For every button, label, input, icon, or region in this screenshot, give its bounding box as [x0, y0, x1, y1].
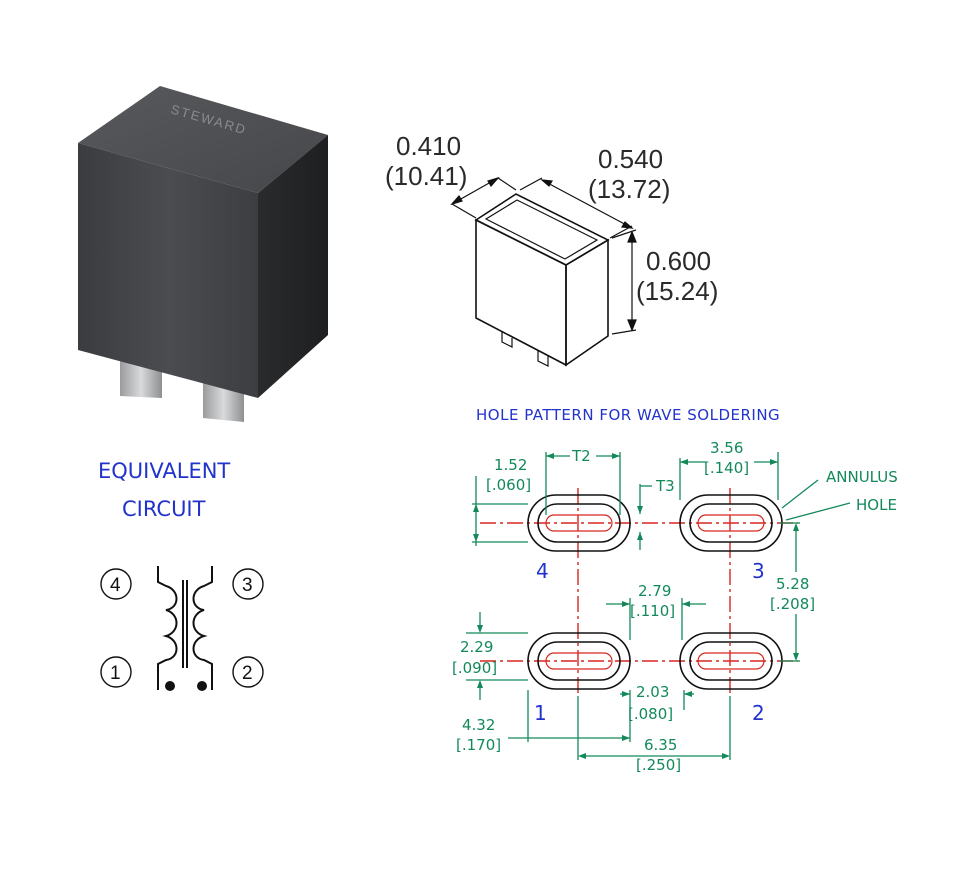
dimension-lines	[466, 452, 851, 760]
pin-label-4: 4	[110, 575, 121, 596]
circuit-title-line1: EQUIVALENT	[98, 459, 230, 483]
dim-356-in: [.140]	[704, 459, 749, 477]
dim-528-in: [.208]	[770, 595, 815, 613]
dim-152-mm: 1.52	[494, 456, 527, 474]
pad-4	[527, 494, 631, 552]
component-photo: STEWARD	[78, 86, 328, 422]
equivalent-circuit: EQUIVALENT CIRCUIT 4 3 1 2	[98, 459, 264, 691]
dim-279-in: [.110]	[630, 602, 675, 620]
dim-356-mm: 3.56	[710, 439, 743, 457]
depth-inch: 0.410	[396, 131, 461, 161]
pad-1	[527, 632, 631, 690]
hole-pattern-title: HOLE PATTERN FOR WAVE SOLDERING	[476, 406, 780, 424]
circuit-title-line2: CIRCUIT	[122, 497, 206, 521]
height-dimension	[611, 229, 637, 335]
label-annulus: ANNULUS	[826, 468, 898, 486]
depth-mm: (10.41)	[385, 161, 467, 191]
pin-label-2: 2	[242, 663, 253, 684]
dim-203-mm: 2.03	[636, 683, 669, 701]
dim-152-in: [.060]	[486, 476, 531, 494]
height-inch: 0.600	[646, 246, 711, 276]
dim-528-mm: 5.28	[776, 575, 809, 593]
outline-drawing: 0.410 (10.41) 0.540 (13.72) 0.600 (15.24…	[385, 131, 718, 367]
body-front	[78, 143, 258, 398]
dim-432-in: [.170]	[456, 736, 501, 754]
outline-front	[475, 218, 567, 367]
pad-label-4: 4	[536, 559, 549, 583]
pin-label-3: 3	[242, 575, 253, 596]
outline-top-inner	[484, 199, 599, 260]
body-top	[78, 86, 328, 193]
width-mm: (13.72)	[588, 174, 670, 204]
outline-side	[565, 238, 609, 367]
dim-229-mm: 2.29	[460, 638, 493, 656]
label-hole: HOLE	[856, 496, 897, 514]
label-t3: T3	[655, 477, 675, 495]
pad-label-1: 1	[534, 701, 547, 725]
dim-432-mm: 4.32	[462, 716, 495, 734]
transformer-symbol	[157, 566, 213, 690]
label-t2: T2	[571, 447, 591, 465]
dimension-arrows	[473, 453, 799, 759]
outline-pin-b	[537, 350, 549, 367]
depth-dimension	[450, 176, 517, 219]
polarity-dot-right	[197, 681, 207, 691]
dim-203-in: [.080]	[628, 705, 673, 723]
pad-label-3: 3	[752, 559, 765, 583]
dim-635-in: [.250]	[636, 756, 681, 774]
hole-pattern: HOLE PATTERN FOR WAVE SOLDERING 4	[452, 406, 898, 774]
pin-label-1: 1	[110, 663, 121, 684]
pin-circles	[100, 568, 264, 688]
width-dimension	[519, 177, 634, 239]
body-side	[258, 135, 328, 398]
pad-label-2: 2	[752, 701, 765, 725]
dim-229-in: [.090]	[452, 659, 497, 677]
height-mm: (15.24)	[636, 276, 718, 306]
width-inch: 0.540	[598, 144, 663, 174]
dim-279-mm: 2.79	[638, 582, 671, 600]
outline-pin-a	[501, 331, 513, 348]
polarity-dot-left	[165, 681, 175, 691]
dim-635-mm: 6.35	[644, 736, 677, 754]
